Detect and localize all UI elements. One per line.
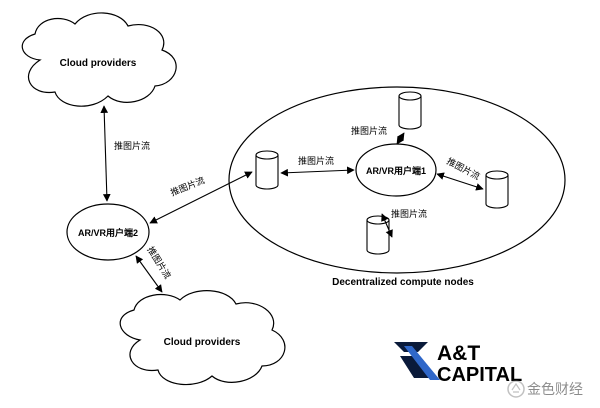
- edge-label-node-bottom-client1: 推图片流: [391, 208, 427, 219]
- compute-node-top: [398, 91, 422, 130]
- edge-label-node-left-client1: 推图片流: [298, 155, 334, 166]
- compute-node-left: [255, 150, 279, 190]
- logo-line2: CAPITAL: [437, 364, 522, 386]
- client1-label: AR/VR用户端1: [366, 165, 426, 176]
- edge-node-top-client1: [396, 132, 405, 145]
- edge-client2-cloud-bottom: [135, 255, 163, 293]
- compute-node-right: [485, 170, 509, 209]
- edge-node-left-client1: [280, 166, 355, 177]
- edge-label-cloud-top-client2: 推图片流: [114, 140, 150, 151]
- logo-line1: A&T: [437, 342, 480, 365]
- watermark-text: 金色财经: [527, 381, 583, 397]
- edge-node-right-client1: [436, 172, 484, 191]
- edge-label-client2-cluster: 推图片流: [169, 174, 207, 198]
- client2-label: AR/VR用户端2: [78, 227, 138, 238]
- edge-node-bottom-client1: [381, 213, 393, 238]
- edge-client2-cluster: [149, 171, 253, 224]
- cloud-providers-bottom: Cloud providers: [119, 290, 286, 386]
- cloud-providers-top: Cloud providers: [21, 12, 177, 107]
- cloud-bottom-label: Cloud providers: [164, 337, 241, 348]
- client1-node: AR/VR用户端1: [355, 143, 437, 197]
- watermark: 金色财经: [507, 380, 583, 398]
- group-label: Decentralized compute nodes: [332, 277, 474, 288]
- at-capital-logo: A&T CAPITAL: [394, 342, 522, 386]
- cloud-top-label: Cloud providers: [60, 58, 137, 69]
- edge-cloud-top-client2: [100, 105, 111, 202]
- edge-label-node-top-client1: 推图片流: [351, 125, 387, 136]
- client2-node: AR/VR用户端2: [66, 203, 150, 261]
